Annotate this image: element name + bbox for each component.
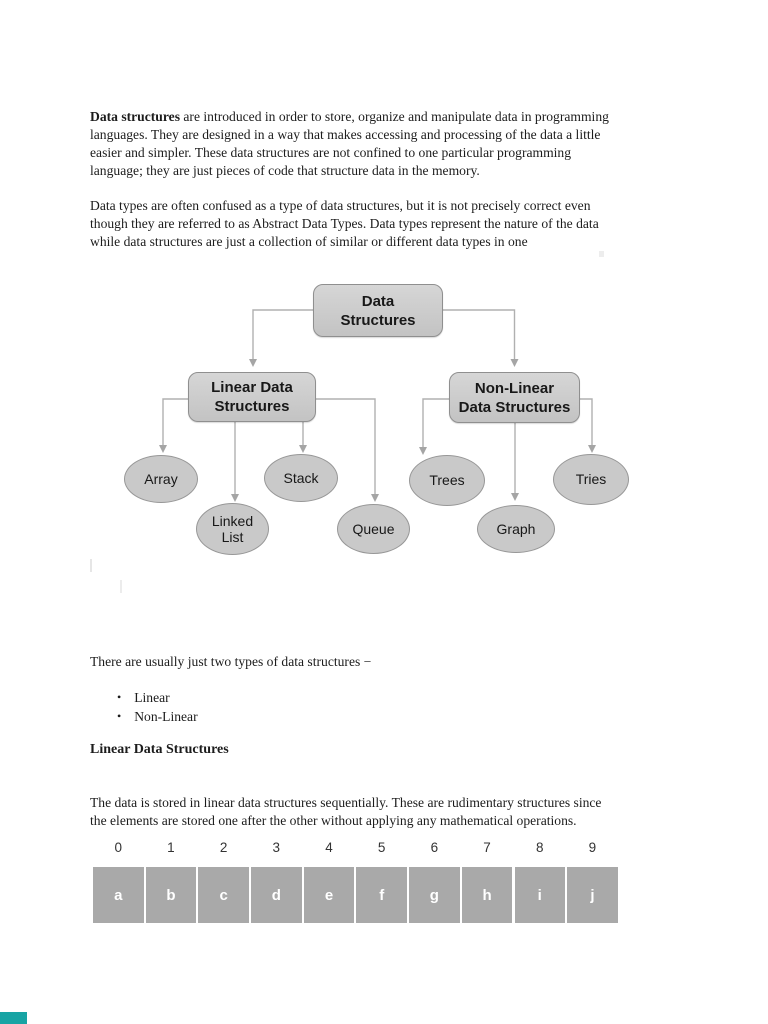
array-figure: 0 a 1 b 2 c 3 d 4 e 5 f 6 g 7 h bbox=[93, 840, 618, 923]
diagram-node-tries: Tries bbox=[553, 454, 629, 505]
diagram-node-array: Array bbox=[124, 455, 198, 503]
paragraph-line: the elements are stored one after the ot… bbox=[90, 812, 577, 828]
diagram-node-data-structures: Data Structures bbox=[313, 284, 443, 337]
array-cell: a bbox=[93, 867, 144, 923]
array-index: 5 bbox=[377, 840, 386, 855]
list-item-nonlinear: • Non-Linear bbox=[117, 709, 198, 725]
array-cell: j bbox=[567, 867, 618, 923]
bullet-icon: • bbox=[117, 709, 122, 723]
paragraph-line: Data types are often confused as a type … bbox=[90, 197, 591, 213]
list-item-label: Non-Linear bbox=[134, 709, 198, 724]
array-index: 7 bbox=[483, 840, 491, 855]
scan-speck bbox=[120, 580, 122, 593]
diagram-node-trees: Trees bbox=[409, 455, 485, 506]
diagram-node-linear: Linear Data Structures bbox=[188, 372, 316, 422]
diagram-node-graph: Graph bbox=[477, 505, 555, 553]
section-heading: Linear Data Structures bbox=[90, 742, 229, 757]
paragraph-line: though they are referred to as Abstract … bbox=[90, 215, 599, 231]
array-cell: i bbox=[514, 867, 565, 923]
array-index: 9 bbox=[588, 840, 597, 855]
paragraph-line: The data is stored in linear data struct… bbox=[90, 794, 602, 810]
paragraph-line: languages. They are designed in a way th… bbox=[90, 126, 601, 142]
array-column: 9 j bbox=[567, 840, 618, 923]
paragraph-line: easier and simpler. These data structure… bbox=[90, 144, 572, 160]
array-column: 7 h bbox=[461, 840, 513, 923]
corner-accent-bar bbox=[0, 1012, 27, 1024]
scan-speck bbox=[90, 559, 92, 572]
diagram-node-queue: Queue bbox=[337, 504, 410, 554]
array-index: 0 bbox=[114, 840, 122, 855]
array-index: 1 bbox=[167, 840, 175, 855]
array-cell: b bbox=[145, 867, 197, 923]
array-index: 2 bbox=[219, 840, 228, 855]
array-index: 3 bbox=[272, 840, 281, 855]
paragraph-line: while data structures are just a collect… bbox=[90, 233, 528, 249]
array-cell: c bbox=[198, 867, 249, 923]
data-types-paragraph: Data types are often confused as a type … bbox=[90, 197, 676, 251]
array-column: 1 b bbox=[145, 840, 197, 923]
array-column: 4 e bbox=[303, 840, 355, 923]
array-column: 6 g bbox=[409, 840, 460, 923]
array-index: 6 bbox=[430, 840, 439, 855]
array-column: 0 a bbox=[93, 840, 144, 923]
diagram-node-linked-list: Linked List bbox=[196, 503, 269, 555]
array-column: 5 f bbox=[356, 840, 407, 923]
types-intro-line: There are usually just two types of data… bbox=[90, 654, 372, 669]
paragraph-line: language; they are just pieces of code t… bbox=[90, 162, 480, 178]
diagram-node-stack: Stack bbox=[264, 454, 338, 502]
array-cell: f bbox=[356, 867, 407, 923]
list-item-linear: • Linear bbox=[117, 690, 170, 706]
array-cell: e bbox=[303, 867, 355, 923]
array-index: 4 bbox=[325, 840, 333, 855]
scan-speck bbox=[599, 251, 604, 257]
paragraph-line: are introduced in order to store, organi… bbox=[179, 108, 609, 124]
list-item-label: Linear bbox=[134, 690, 170, 705]
array-cell: h bbox=[461, 867, 513, 923]
bold-lead-text: Data structures bbox=[90, 108, 180, 124]
array-cell: g bbox=[409, 867, 460, 923]
array-index: 8 bbox=[535, 840, 544, 855]
linear-structures-paragraph: The data is stored in linear data struct… bbox=[90, 794, 676, 830]
array-column: 3 d bbox=[251, 840, 302, 923]
array-cell: d bbox=[251, 867, 302, 923]
bullet-icon: • bbox=[117, 690, 122, 704]
diagram-node-nonlinear: Non-Linear Data Structures bbox=[449, 372, 580, 423]
array-column: 8 i bbox=[514, 840, 565, 923]
intro-paragraph: Data structures are introduced in order … bbox=[90, 108, 676, 180]
array-column: 2 c bbox=[198, 840, 249, 923]
